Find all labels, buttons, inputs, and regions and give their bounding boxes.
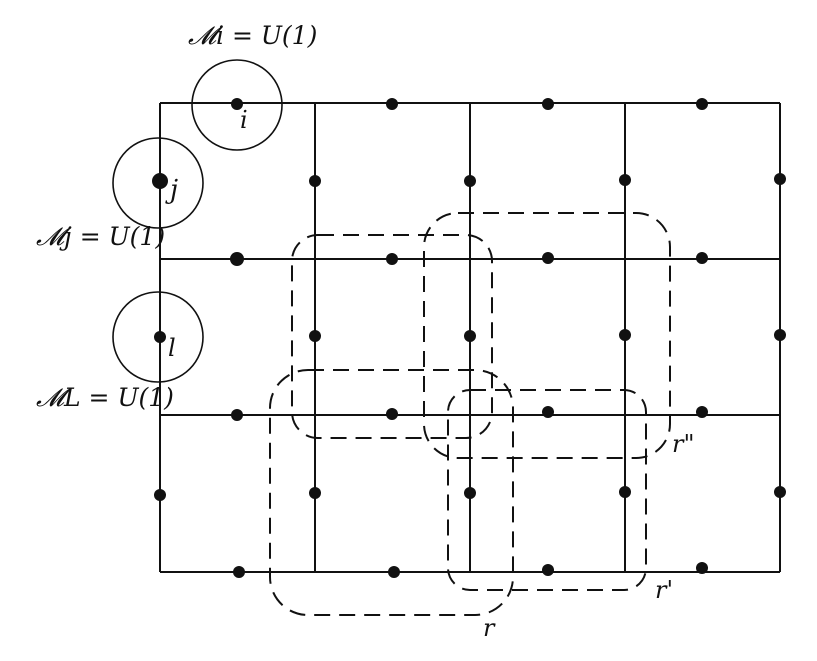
site-dot bbox=[154, 489, 166, 501]
site-dot bbox=[542, 252, 554, 264]
site-dot bbox=[619, 174, 631, 186]
site-dot bbox=[774, 486, 786, 498]
site-i-circle bbox=[191, 59, 283, 151]
label-m-i: 𝓜i = U(1) bbox=[188, 21, 317, 50]
site-dot bbox=[542, 564, 554, 576]
site-l-circle bbox=[112, 291, 204, 383]
site-dot bbox=[696, 406, 708, 418]
site-dot bbox=[774, 173, 786, 185]
site-dot bbox=[388, 566, 400, 578]
site-dot bbox=[619, 486, 631, 498]
site-neighborhoods bbox=[112, 59, 283, 383]
site-dot bbox=[464, 175, 476, 187]
region-upper-left bbox=[291, 234, 493, 439]
site-dot bbox=[386, 98, 398, 110]
label-site-i: i bbox=[240, 106, 248, 134]
site-dot bbox=[696, 98, 708, 110]
site-dot bbox=[542, 98, 554, 110]
site-dot bbox=[309, 487, 321, 499]
site-j-circle bbox=[112, 137, 204, 229]
site-dot bbox=[774, 329, 786, 341]
site-dot bbox=[231, 98, 243, 110]
region-r-prime bbox=[447, 389, 647, 591]
site-dot bbox=[233, 566, 245, 578]
site-dot bbox=[619, 329, 631, 341]
site-dot bbox=[464, 330, 476, 342]
label-m-j: 𝓜j = U(1) bbox=[36, 222, 165, 251]
site-dot bbox=[542, 406, 554, 418]
site-dot bbox=[231, 409, 243, 421]
region-r-double-prime bbox=[423, 212, 671, 459]
dashed-regions bbox=[269, 212, 671, 616]
region-r bbox=[269, 369, 514, 616]
site-dot bbox=[696, 252, 708, 264]
site-dot bbox=[309, 175, 321, 187]
label-region-r-prime: r' bbox=[655, 576, 673, 604]
site-dot bbox=[152, 173, 168, 189]
site-dot bbox=[309, 330, 321, 342]
site-dot bbox=[386, 253, 398, 265]
site-dot bbox=[230, 252, 244, 266]
site-dot bbox=[386, 408, 398, 420]
lattice-sites bbox=[152, 98, 786, 578]
site-dot bbox=[154, 331, 166, 343]
label-m-l: 𝓜L = U(1) bbox=[36, 383, 174, 412]
label-region-r-double-prime: r" bbox=[672, 430, 695, 458]
site-dot bbox=[464, 487, 476, 499]
label-region-r: r bbox=[483, 614, 496, 642]
label-site-l: l bbox=[168, 334, 176, 362]
labels: 𝓜i = U(1) 𝓜j = U(1) 𝓜L = U(1) i j l r r'… bbox=[36, 21, 695, 642]
site-dot bbox=[696, 562, 708, 574]
